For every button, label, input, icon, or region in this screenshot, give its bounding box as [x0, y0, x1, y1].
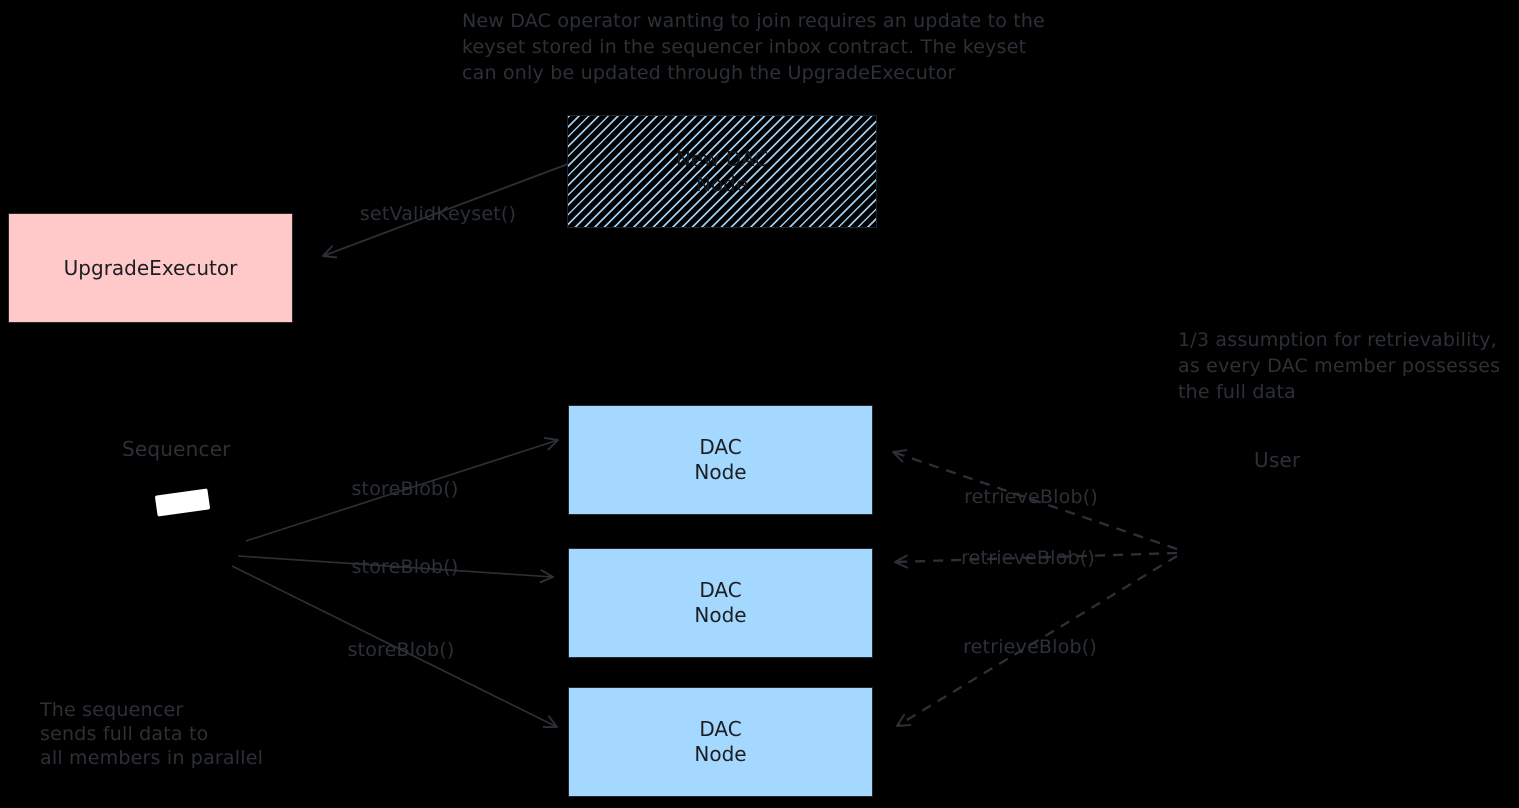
- upgrade-executor-box: UpgradeExecutor: [8, 213, 293, 323]
- dac-node-box-2: DAC Node: [568, 548, 873, 658]
- store-blob-arrow-1: [245, 437, 559, 542]
- set-valid-keyset-arrow: [322, 163, 569, 259]
- dac-node-box-1: DAC Node: [568, 405, 873, 515]
- retrieve-blob-label-1: retrieveBlob(): [964, 486, 1098, 508]
- upgrade-executor-label: UpgradeExecutor: [63, 255, 238, 280]
- retrieve-blob-arrow-2: [894, 551, 1178, 569]
- retrieve-blob-label-3: retrieveBlob(): [963, 636, 1097, 658]
- store-blob-label-1: storeBlob(): [351, 478, 459, 500]
- dac-node-label-3: DAC Node: [694, 717, 747, 766]
- retrievability-note: 1/3 assumption for retrievability, as ev…: [1178, 329, 1501, 403]
- retrieve-blob-arrow-3: [896, 555, 1178, 727]
- new-dac-node-box: New DAC Node: [567, 115, 877, 228]
- store-blob-arrow-2: [237, 555, 554, 584]
- top-note: New DAC operator wanting to join require…: [462, 10, 1046, 84]
- set-valid-keyset-label: setValidKeyset(): [359, 203, 517, 225]
- store-blob-label-3: storeBlob(): [347, 639, 455, 661]
- new-dac-node-label: New DAC Node: [675, 146, 769, 196]
- sequencer-label: Sequencer: [122, 437, 231, 461]
- user-label: User: [1254, 448, 1301, 472]
- retrieve-blob-arrow-1: [892, 449, 1178, 551]
- dac-node-label-1: DAC Node: [694, 435, 747, 484]
- retrieve-blob-label-2: retrieveBlob(): [961, 547, 1095, 569]
- store-blob-arrow-3: [231, 565, 558, 728]
- dac-node-box-3: DAC Node: [568, 687, 873, 797]
- dac-node-label-2: DAC Node: [694, 578, 747, 627]
- parallel-note: The sequencer sends full data to all mem…: [40, 699, 264, 769]
- store-blob-label-2: storeBlob(): [351, 556, 459, 578]
